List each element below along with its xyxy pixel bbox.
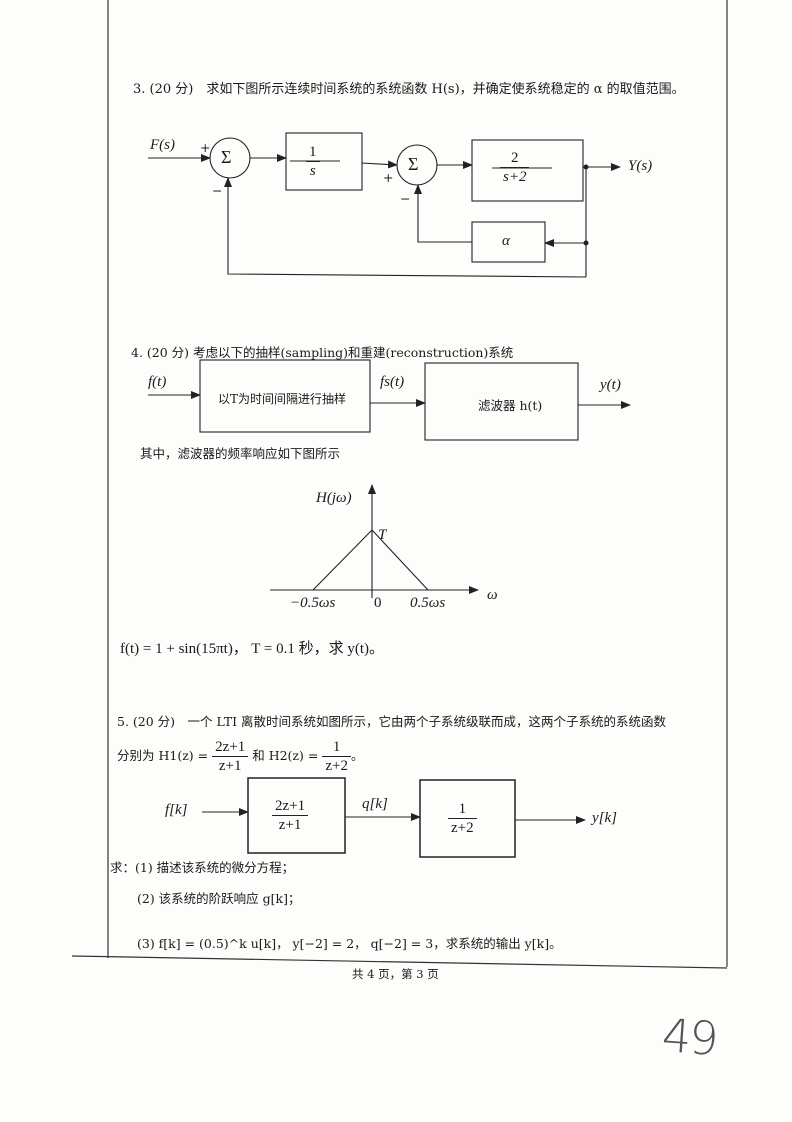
tick-neg: −0.5ωs bbox=[290, 595, 336, 611]
filter-label: 滤波器 h(t) bbox=[478, 398, 543, 413]
sampled-signal-label: fs(t) bbox=[380, 374, 405, 390]
sign-minus: − bbox=[212, 183, 223, 198]
alpha-label: α bbox=[502, 233, 510, 249]
num: 1 bbox=[448, 800, 477, 819]
sigma-2: Σ bbox=[408, 154, 419, 174]
num: 1 bbox=[306, 143, 320, 162]
h2-prefix: 和 H2(z) = bbox=[252, 748, 319, 763]
den: s+2 bbox=[503, 169, 527, 185]
sampler-label: 以T为时间间隔进行抽样 bbox=[218, 392, 347, 406]
num: 2z+1 bbox=[212, 738, 249, 757]
q4-input-label: f(t) bbox=[148, 374, 167, 390]
den: z+1 bbox=[218, 758, 242, 774]
den: s bbox=[309, 163, 316, 179]
q5-title: 5. (20 分) 一个 LTI 离散时间系统如图所示，它由两个子系统级联而成，… bbox=[117, 714, 667, 729]
q5-input-label: f[k] bbox=[165, 802, 188, 818]
h1-prefix: 分别为 H1(z) = bbox=[117, 748, 209, 763]
q5-item-3: (3) f[k] = (0.5)^k u[k]， y[−2] = 2， q[−2… bbox=[137, 936, 562, 951]
q3-title: 3. (20 分) 求如下图所示连续时间系统的系统函数 H(s)，并确定使系统稳… bbox=[133, 82, 685, 97]
frequency-response-plot bbox=[270, 484, 479, 598]
block-plant bbox=[471, 139, 584, 202]
plot-peak-label: T bbox=[378, 527, 387, 543]
q4-output-label: y(t) bbox=[600, 377, 621, 393]
sign-plus: + bbox=[200, 140, 211, 155]
sigma-1: Σ bbox=[221, 147, 232, 167]
q4-note: 其中，滤波器的频率响应如下图所示 bbox=[140, 446, 341, 461]
den: z+1 bbox=[278, 817, 302, 833]
page-footer: 共 4 页，第 3 页 bbox=[352, 967, 439, 981]
period: 。 bbox=[350, 748, 364, 763]
plot-xlabel: ω bbox=[487, 587, 498, 603]
num: 1 bbox=[322, 738, 351, 757]
tick-zero: 0 bbox=[374, 595, 382, 611]
q5-output-label: y[k] bbox=[592, 810, 617, 826]
q5-block-diagram bbox=[202, 777, 586, 858]
q4-condition: f(t) = 1 + sin(15πt)， T = 0.1 秒，求 y(t)。 bbox=[120, 641, 385, 657]
tick-pos: 0.5ωs bbox=[410, 595, 446, 611]
num: 2 bbox=[500, 149, 530, 168]
h1-block bbox=[247, 777, 346, 854]
q5-mid-label: q[k] bbox=[362, 796, 388, 812]
block-integrator bbox=[285, 132, 363, 191]
sampler-block bbox=[199, 359, 371, 433]
page-frame bbox=[71, 0, 728, 969]
den: z+2 bbox=[325, 758, 348, 774]
q3-input-label: F(s) bbox=[150, 137, 175, 153]
h2-block bbox=[419, 779, 516, 858]
handwritten-number: 49 bbox=[660, 1008, 719, 1066]
plot-ylabel: H(jω) bbox=[316, 490, 352, 506]
triangle-response bbox=[312, 529, 429, 591]
num: 2z+1 bbox=[272, 797, 309, 816]
q4-block-diagram bbox=[148, 359, 631, 441]
den: z+2 bbox=[451, 820, 474, 836]
q5-item-2: (2) 该系统的阶跃响应 g[k]； bbox=[137, 891, 301, 906]
q5-item-1: 求：(1) 描述该系统的微分方程； bbox=[110, 860, 295, 875]
q3-output-label: Y(s) bbox=[628, 158, 653, 174]
sign-minus: − bbox=[400, 191, 411, 206]
filter-block bbox=[424, 362, 579, 441]
q3-block-diagram bbox=[148, 132, 621, 278]
sign-plus: + bbox=[383, 170, 394, 185]
q4-title: 4. (20 分) 考虑以下的抽样(sampling)和重建(reconstru… bbox=[131, 345, 514, 360]
